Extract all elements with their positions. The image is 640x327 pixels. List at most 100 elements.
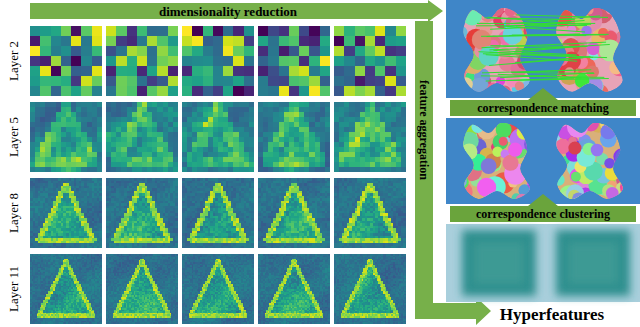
map-cell [168, 56, 179, 66]
map-cell [147, 36, 158, 46]
map-cell [339, 167, 344, 172]
map-cell [51, 218, 54, 221]
map-cell [233, 152, 238, 157]
map-cell [89, 198, 92, 201]
map-cell [320, 117, 325, 122]
map-cell [249, 132, 254, 137]
map-cell [48, 191, 51, 194]
map-cell [279, 142, 284, 147]
map-cell [30, 142, 35, 147]
map-cell [71, 198, 74, 201]
map-cell [309, 56, 320, 66]
map-cell [51, 66, 62, 76]
map-cell [87, 181, 90, 184]
map-cell [401, 102, 406, 107]
map-cell [385, 112, 390, 117]
map-cell [111, 122, 116, 127]
map-cell [294, 157, 299, 162]
map-cell [315, 157, 320, 162]
map-cell [71, 157, 76, 162]
map-cell [84, 211, 87, 214]
map-cell [51, 36, 62, 46]
map-cell [320, 132, 325, 137]
map-cell [43, 228, 46, 231]
map-cell [79, 233, 82, 236]
map-cell [38, 236, 41, 239]
map-cell [87, 117, 92, 122]
map-cell [223, 167, 228, 172]
map-cell [33, 223, 36, 226]
map-cell [344, 142, 349, 147]
map-cell [97, 178, 100, 181]
map-cell [263, 142, 268, 147]
map-cell [344, 157, 349, 162]
map-cell [87, 188, 90, 191]
map-cell [71, 221, 74, 224]
map-cell [40, 117, 45, 122]
map-cell [76, 107, 81, 112]
map-cell [385, 76, 396, 86]
map-cell [137, 167, 142, 172]
map-cell [76, 142, 81, 147]
map-cell [142, 132, 147, 137]
map-cell [197, 132, 202, 137]
map-cell [38, 198, 41, 201]
map-cell [97, 226, 100, 229]
map-cell [111, 132, 116, 137]
map-cell [152, 127, 157, 132]
map-cell [401, 152, 406, 157]
map-cell [76, 112, 81, 117]
map-cell [396, 107, 401, 112]
map-cell [344, 26, 355, 36]
map-cell [40, 216, 43, 219]
map-cell [289, 147, 294, 152]
map-cell [66, 211, 69, 214]
map-cell [61, 218, 64, 221]
map-cell [74, 243, 77, 246]
map-cell [81, 213, 84, 216]
map-cell [325, 112, 330, 117]
map-cell [63, 238, 66, 241]
map-cell [53, 223, 56, 226]
map-cell [223, 142, 228, 147]
map-cell [92, 193, 95, 196]
map-cell [289, 102, 294, 107]
map-cell [111, 112, 116, 117]
map-cell [182, 26, 193, 36]
map-cell [43, 206, 46, 209]
map-cell [339, 127, 344, 132]
map-cell [396, 137, 401, 142]
map-cell [344, 147, 349, 152]
map-cell [56, 107, 61, 112]
map-cell [258, 86, 269, 96]
map-cell [233, 86, 244, 96]
map-cell [74, 216, 77, 219]
map-cell [89, 228, 92, 231]
map-cell [239, 107, 244, 112]
map-cell [30, 183, 33, 186]
map-cell [391, 117, 396, 122]
map-cell [61, 112, 66, 117]
map-cell [344, 36, 355, 46]
map-cell [309, 157, 314, 162]
map-cell [142, 127, 147, 132]
map-cell [76, 188, 79, 191]
map-cell [168, 142, 173, 147]
map-cell [309, 26, 320, 36]
map-cell [309, 117, 314, 122]
map-cell [182, 112, 187, 117]
map-cell [92, 26, 103, 36]
map-cell [43, 208, 46, 211]
map-cell [299, 152, 304, 157]
map-cell [56, 196, 59, 199]
map-cell [168, 162, 173, 167]
map-cell [53, 201, 56, 204]
map-cell [339, 112, 344, 117]
map-cell [74, 203, 77, 206]
map-cell [30, 241, 33, 244]
map-cell [218, 157, 223, 162]
map-cell [163, 122, 168, 127]
map-cell [244, 36, 255, 46]
map-cell [249, 127, 254, 132]
map-cell [56, 167, 61, 172]
